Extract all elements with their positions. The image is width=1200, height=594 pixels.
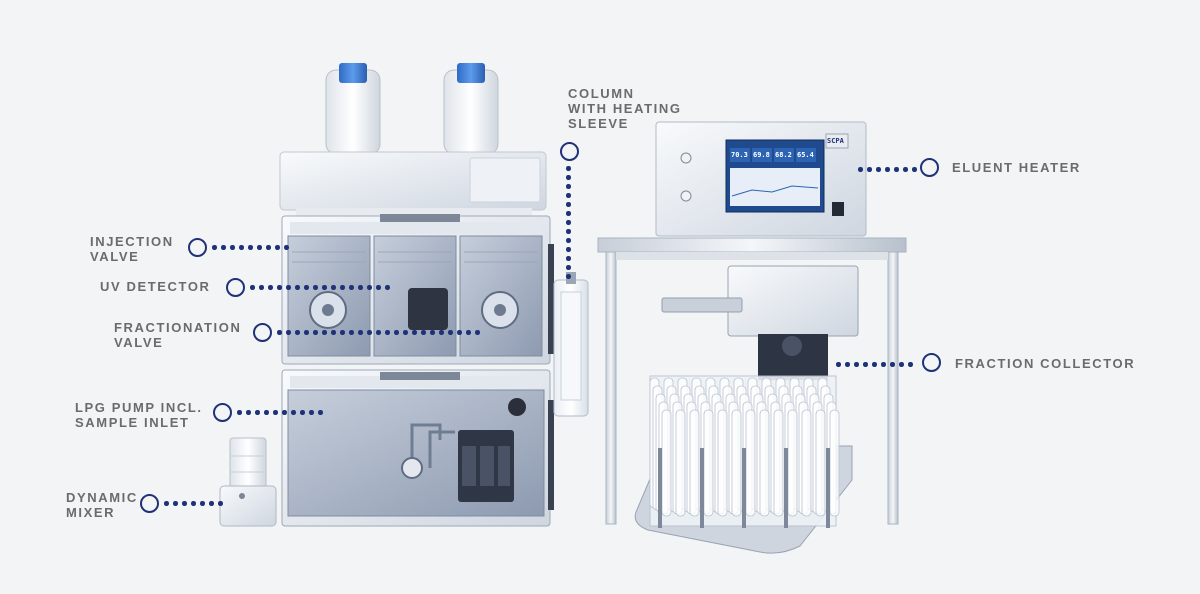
- mixer-unit: [219, 437, 277, 527]
- detector-valve-module: [281, 214, 554, 365]
- heater-readout-2: 69.8: [753, 151, 770, 159]
- leader-column: [566, 166, 571, 279]
- leader-lpg-pump: [237, 410, 323, 415]
- callout-label-eluent-heater: ELUENT HEATER: [952, 160, 1081, 175]
- marker-fraction-collector[interactable]: [922, 353, 941, 372]
- leader-fractionation-valve: [277, 330, 482, 335]
- heater-brand-label: SCPA: [827, 137, 844, 145]
- callout-label-fraction-collector: FRACTION COLLECTOR: [955, 356, 1136, 371]
- heater-readout-3: 68.2: [775, 151, 792, 159]
- callout-label-uv-detector: UV DETECTOR: [100, 279, 211, 294]
- heater-readout-4: 65.4: [797, 151, 814, 159]
- marker-lpg-pump[interactable]: [213, 403, 232, 422]
- leader-fraction-collector: [836, 362, 920, 367]
- column-sleeve: [553, 272, 589, 417]
- leader-injection-valve: [212, 245, 292, 250]
- callout-label-lpg-pump: LPG PUMP INCL.SAMPLE INLET: [75, 400, 203, 430]
- pump-module: [281, 369, 554, 527]
- leader-uv-detector: [250, 285, 390, 290]
- stand-frame: [597, 237, 907, 525]
- marker-injection-valve[interactable]: [188, 238, 207, 257]
- heater-readout-1: 70.3: [731, 151, 748, 159]
- marker-column[interactable]: [560, 142, 579, 161]
- heater-unit: [655, 121, 867, 237]
- leader-dynamic-mixer: [164, 501, 224, 506]
- marker-uv-detector[interactable]: [226, 278, 245, 297]
- marker-fractionation-valve[interactable]: [253, 323, 272, 342]
- marker-eluent-heater[interactable]: [920, 158, 939, 177]
- leader-eluent-heater: [858, 167, 918, 172]
- collector-unit: [634, 265, 859, 554]
- solvent-tray: [279, 63, 547, 218]
- marker-dynamic-mixer[interactable]: [140, 494, 159, 513]
